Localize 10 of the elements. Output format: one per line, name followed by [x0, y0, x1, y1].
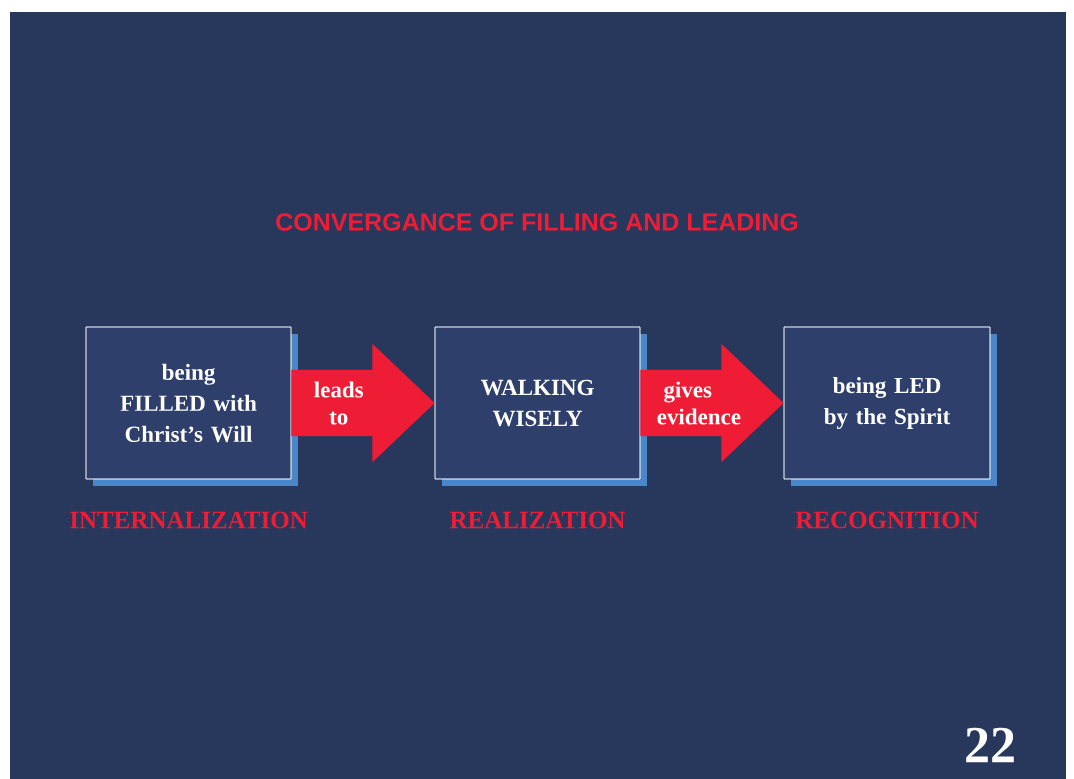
process-box: being LED by the Spirit — [783, 326, 997, 486]
stage-label: INTERNALIZATION — [70, 511, 308, 529]
page-number: 22 — [966, 727, 1014, 763]
stage-label: REALIZATION — [449, 511, 626, 529]
edge-label: gives evidence — [655, 380, 741, 426]
slide-title: CONVERGANCE OF FILLING AND LEADING — [276, 213, 798, 231]
stage-label: RECOGNITION — [795, 511, 979, 529]
process-box: being FILLED with Christ’s Will — [85, 326, 298, 486]
process-box: WALKING WISELY — [434, 326, 647, 486]
edge-label: leads to — [306, 380, 371, 426]
